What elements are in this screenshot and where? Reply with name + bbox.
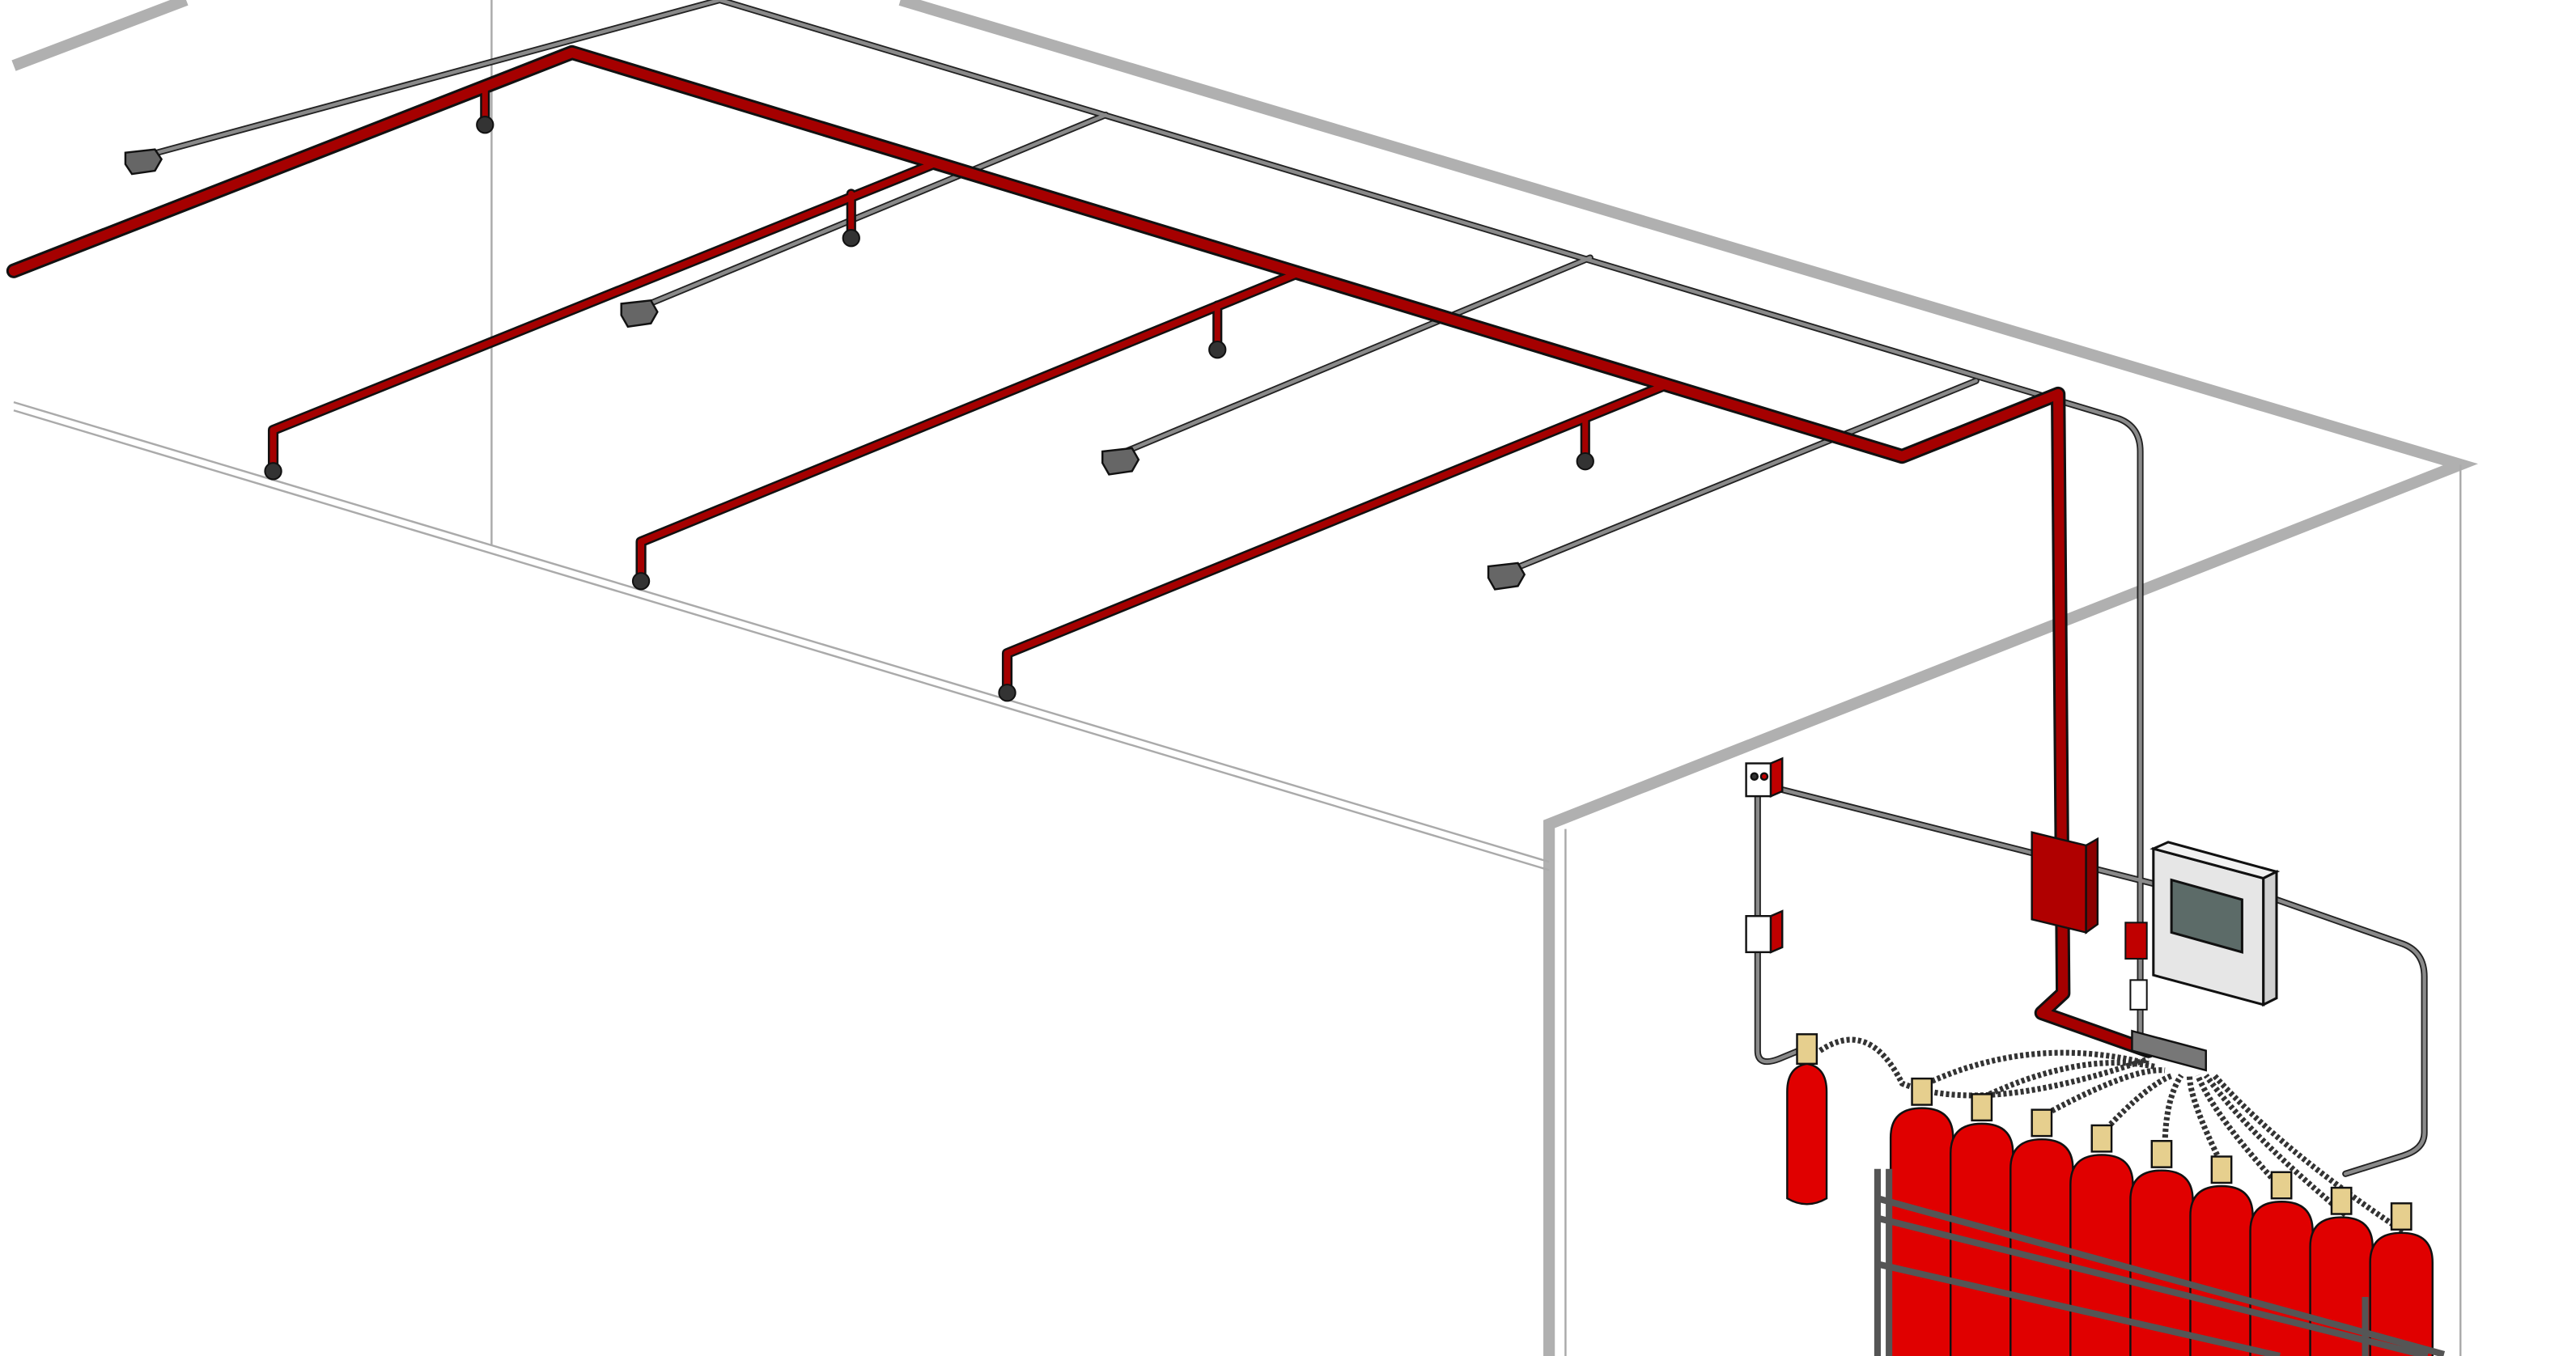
- manifold: [2131, 1029, 2207, 1072]
- cylinder-valve-icon: [1971, 1093, 1993, 1122]
- discharge-hoses: [1818, 1036, 2405, 1234]
- nozzle-icon: [631, 572, 651, 591]
- roof-edge-left: [11, 0, 189, 71]
- agent-cylinder: [2189, 1155, 2254, 1356]
- manual-release-station: [1745, 756, 1784, 798]
- cylinder-valve-icon: [2390, 1202, 2413, 1231]
- agent-cylinder: [2129, 1139, 2194, 1356]
- wall-edge-inner: [13, 409, 1550, 871]
- cylinder-valve-icon: [2090, 1124, 2113, 1153]
- smoke-detector-icon: [1487, 561, 1526, 591]
- smoke-detector-icon: [1101, 447, 1140, 476]
- cylinder-valve-icon: [2210, 1155, 2233, 1184]
- cylinder-valve-icon: [2150, 1139, 2173, 1168]
- smoke-detector-icon: [124, 148, 163, 176]
- smoke-detectors: [124, 148, 1526, 591]
- agent-cylinder: [2069, 1124, 2134, 1356]
- cylinder-valve-icon: [2330, 1186, 2353, 1215]
- nozzle-icon: [264, 462, 282, 481]
- release-module: [2124, 922, 2148, 1011]
- nozzle-icon: [1576, 452, 1594, 471]
- roof-edge-right: [898, 0, 2478, 1356]
- nozzle-icon: [476, 116, 494, 134]
- cylinder-rack: [1874, 1168, 2446, 1356]
- cylinder-bank: [1874, 1077, 2446, 1356]
- nozzle-icon: [998, 684, 1016, 702]
- pilot-cylinder: [1786, 1033, 1828, 1206]
- agent-cylinder: [2369, 1202, 2434, 1356]
- agent-cylinder: [2009, 1108, 2074, 1356]
- cylinder-valve-icon: [2270, 1171, 2293, 1200]
- agent-cylinder: [1950, 1093, 2014, 1356]
- wall-edge: [13, 400, 1550, 863]
- control-panel: [2149, 841, 2281, 1007]
- agent-cylinder: [2249, 1171, 2314, 1356]
- agent-pipework: [6, 44, 2156, 1058]
- smoke-detector-icon: [620, 299, 659, 328]
- discharge-nozzles: [264, 116, 1594, 702]
- detection-conduits: [142, 0, 2428, 1177]
- abort-station: [1745, 909, 1784, 954]
- nozzle-icon: [1208, 341, 1227, 359]
- cylinder-valve-icon: [1911, 1077, 1933, 1106]
- alarm-box: [2031, 831, 2099, 934]
- nozzle-icon: [842, 229, 860, 248]
- cylinder-valve-icon: [2031, 1108, 2053, 1138]
